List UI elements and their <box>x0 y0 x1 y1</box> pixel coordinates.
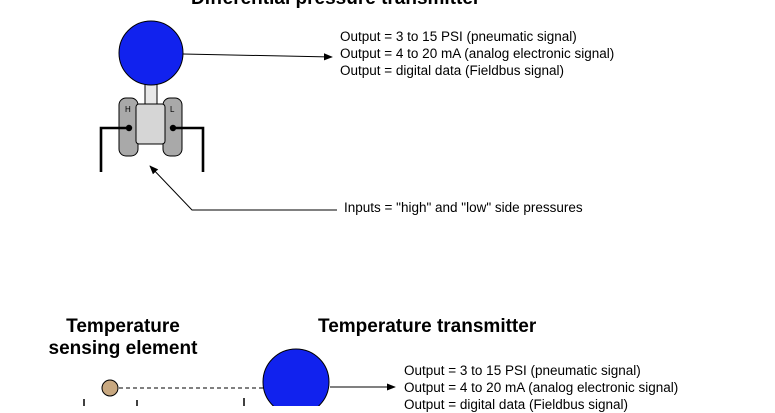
tse-title-line2: sensing element <box>48 338 198 359</box>
dp-output-pneumatic: Output = 3 to 15 PSI (pneumatic signal) <box>340 29 577 44</box>
dp-port-low-letter: L <box>170 105 175 114</box>
dp-inputs-label: Inputs = "high" and "low" side pressures <box>344 200 583 215</box>
dp-output-arrow <box>182 53 333 61</box>
dp-high-impulse-line <box>99 126 129 172</box>
temperature-assembly <box>83 348 396 406</box>
temp-output-pneumatic: Output = 3 to 15 PSI (pneumatic signal) <box>404 363 641 378</box>
dp-transmitter-assembly: H L <box>99 20 337 211</box>
dp-transmitter-head <box>118 20 184 86</box>
dp-port-high-letter: H <box>125 105 131 114</box>
temperature-transmitter-head <box>262 348 330 406</box>
dp-low-impulse-line <box>173 126 205 172</box>
dp-input-callout-arrow <box>149 165 337 211</box>
temperature-transmitter-title: Temperature transmitter <box>318 316 537 337</box>
dp-transmitter-title: Differential pressure transmitter <box>191 0 591 10</box>
dp-center-body <box>135 103 166 145</box>
dp-output-analog: Output = 4 to 20 mA (analog electronic s… <box>340 46 615 61</box>
temperature-sensing-bulb <box>101 379 119 397</box>
dp-output-digital: Output = digital data (Fieldbus signal) <box>340 63 565 78</box>
dp-outputs-list: Output = 3 to 15 PSI (pneumatic signal) … <box>340 28 614 79</box>
tse-title-line1: Temperature <box>66 316 180 337</box>
temp-output-analog: Output = 4 to 20 mA (analog electronic s… <box>404 380 679 395</box>
temperature-sensing-element-title: Temperature sensing element <box>30 316 216 360</box>
